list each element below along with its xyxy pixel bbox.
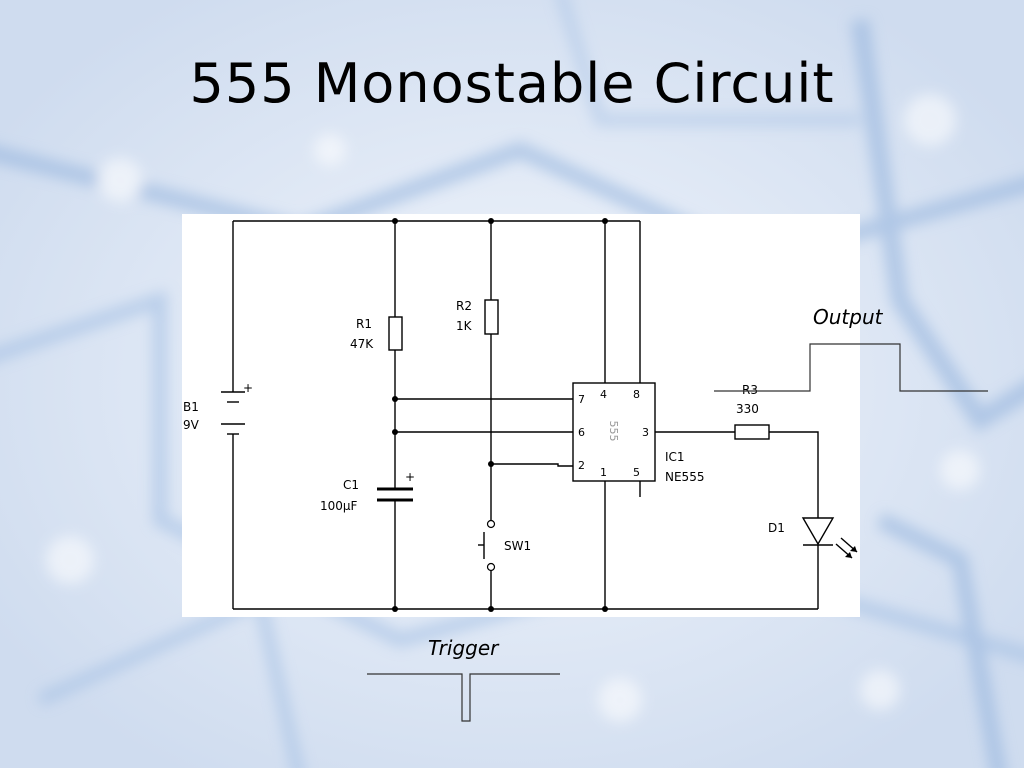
- schematic-panel: [182, 214, 860, 617]
- r3-led-wire: [769, 431, 819, 518]
- ic-name-label: IC1: [665, 450, 685, 464]
- battery-plus-sign: +: [243, 381, 253, 395]
- capacitor-c1: [377, 487, 413, 502]
- resistor-r3: [734, 424, 770, 440]
- trigger-pulse-waveform: [367, 673, 560, 722]
- c1-plus-sign: +: [405, 470, 415, 484]
- ic-pin-2: 2: [578, 459, 585, 472]
- battery-name-label: B1: [183, 400, 199, 414]
- r1-name-label: R1: [356, 317, 372, 331]
- switch-sw1: [478, 519, 496, 572]
- ic-pin-1: 1: [600, 466, 607, 479]
- battery-value-label: 9V: [183, 418, 200, 432]
- r2-name-label: R2: [456, 299, 472, 313]
- r3-name-label: R3: [742, 383, 758, 397]
- ic-pin-3: 3: [642, 426, 649, 439]
- ic-pin-4: 4: [600, 388, 607, 401]
- ic-body-text: 555: [607, 421, 620, 442]
- led-d1: [801, 517, 858, 559]
- r2-value-label: 1K: [456, 319, 473, 333]
- ic-pin-7: 7: [578, 393, 585, 406]
- c1-name-label: C1: [343, 478, 359, 492]
- ic-pin-6: 6: [578, 426, 585, 439]
- battery-b1: [221, 221, 245, 609]
- pin2-wire: [491, 463, 573, 467]
- ic-pin-5: 5: [633, 466, 640, 479]
- sw1-name-label: SW1: [504, 539, 531, 553]
- output-pulse-waveform: [714, 343, 988, 392]
- led-name-label: D1: [768, 521, 785, 535]
- trigger-label: Trigger: [428, 636, 500, 660]
- slide-title: 555 Monostable Circuit: [189, 52, 835, 115]
- c1-value-label: 100µF: [320, 499, 358, 513]
- resistor-r1: [388, 316, 403, 351]
- r1-value-label: 47K: [350, 337, 374, 351]
- junction-dots: [392, 218, 608, 612]
- ic-pin-8: 8: [633, 388, 640, 401]
- output-label: Output: [813, 305, 884, 329]
- resistor-r2: [484, 299, 499, 335]
- ic-part-label: NE555: [665, 470, 704, 484]
- r3-value-label: 330: [736, 402, 759, 416]
